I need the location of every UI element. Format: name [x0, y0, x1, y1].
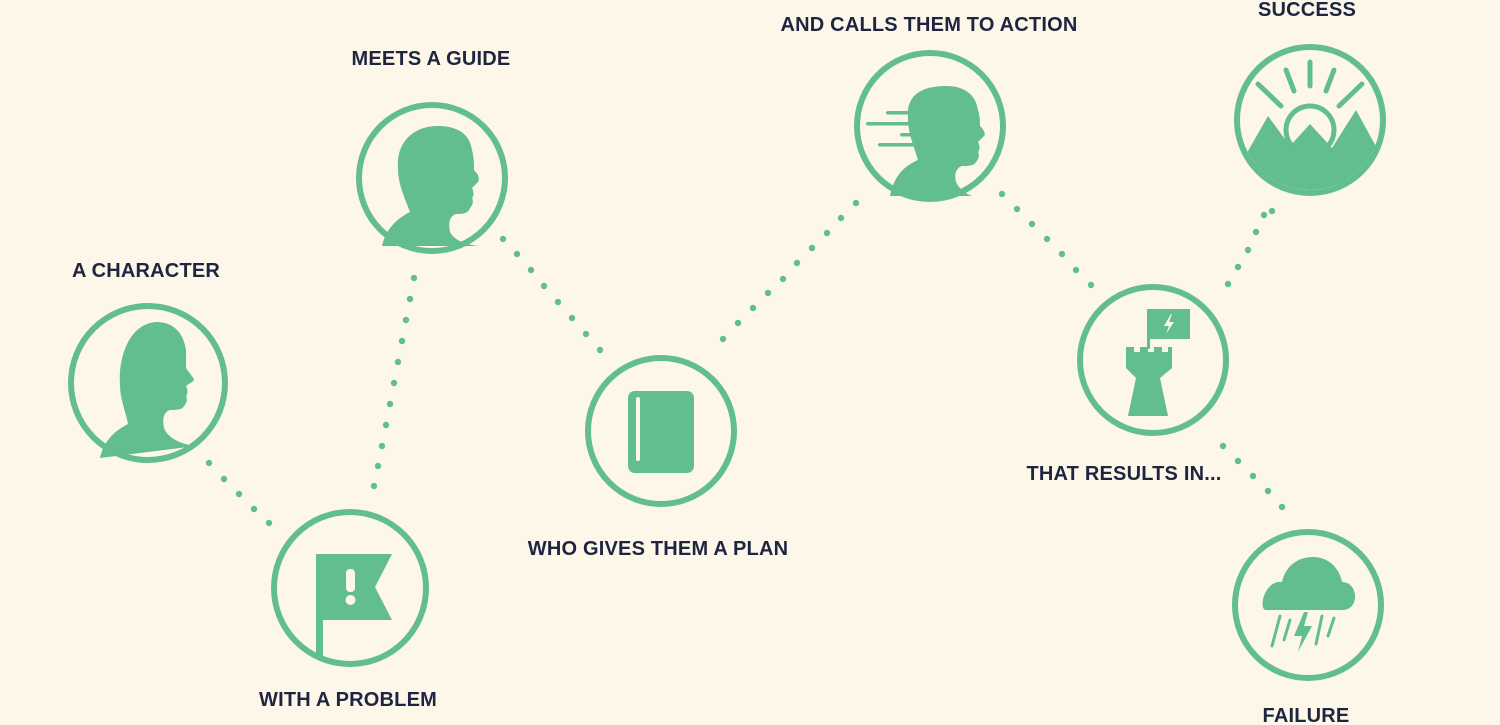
connector-character-problem	[205, 459, 273, 527]
storm-cloud-icon	[1262, 557, 1356, 652]
node-success	[1234, 44, 1386, 196]
label-plan: WHO GIVES THEM A PLAN	[528, 538, 789, 560]
node-problem	[271, 509, 429, 667]
sunrise-mountains-icon	[1240, 59, 1380, 190]
connector-results-success	[1224, 207, 1276, 288]
label-character: A CHARACTER	[72, 260, 220, 282]
label-problem: WITH A PROBLEM	[259, 689, 437, 711]
connector-plan-action	[719, 199, 860, 343]
moving-person-icon	[866, 86, 985, 196]
connector-results-failure	[1219, 442, 1286, 511]
castle-tower-flag-icon	[1126, 309, 1190, 416]
label-guide: MEETS A GUIDE	[352, 48, 511, 70]
node-guide	[356, 102, 508, 254]
connector-problem-guide	[370, 274, 418, 490]
connector-action-results	[998, 190, 1095, 289]
book-icon	[628, 391, 694, 473]
flag-exclamation-icon	[316, 554, 392, 659]
node-action	[854, 50, 1006, 202]
node-character	[68, 303, 228, 463]
label-results: THAT RESULTS IN...	[1026, 463, 1221, 485]
label-action: AND CALLS THEM TO ACTION	[780, 14, 1077, 36]
connectors	[205, 190, 1286, 527]
node-results	[1077, 284, 1229, 436]
node-plan	[585, 355, 737, 507]
node-failure	[1232, 529, 1384, 681]
guide-silhouette-icon	[382, 126, 479, 246]
connector-guide-plan	[499, 235, 604, 354]
label-failure: FAILURE	[1263, 705, 1350, 725]
label-success: SUCCESS	[1258, 0, 1356, 21]
person-silhouette-icon	[100, 322, 196, 458]
